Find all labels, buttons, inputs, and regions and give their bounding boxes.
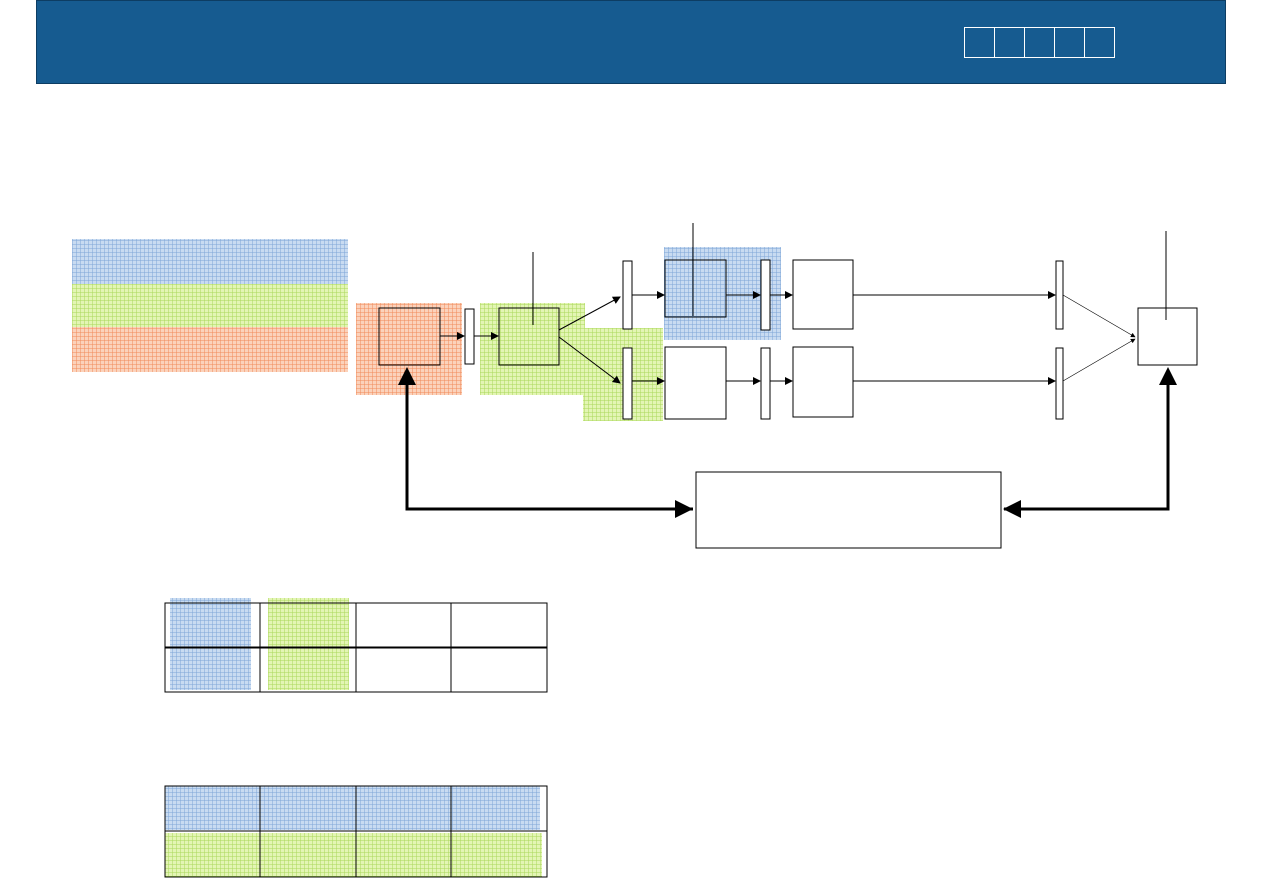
feedback-right	[1004, 367, 1177, 511]
latch-1	[464, 308, 475, 365]
legend-swatch-orange	[72, 327, 348, 372]
table-bottom-blue-row	[165, 786, 540, 830]
legend-swatch-green	[72, 284, 348, 327]
upper-unit-block	[792, 259, 854, 330]
latch-lower-3	[1055, 347, 1064, 420]
controller-block	[695, 471, 1002, 549]
upper-process-block	[664, 259, 727, 318]
latch-upper-3	[1055, 260, 1064, 330]
nav-box-5[interactable]	[1084, 27, 1115, 58]
latch-lower-1	[622, 347, 633, 420]
region-orange	[356, 303, 462, 395]
header-bar	[36, 0, 1226, 84]
table-top	[164, 598, 548, 693]
arrow-split-down	[558, 336, 621, 384]
legend-swatch-blue	[72, 239, 348, 284]
table-top-green-column	[268, 598, 349, 690]
latch-upper-2	[760, 259, 771, 331]
combiner-block	[1137, 307, 1198, 366]
latch-upper-1	[622, 260, 633, 330]
latch-lower-2	[760, 347, 771, 420]
header-nav-boxes	[964, 27, 1115, 58]
lower-unit-block	[792, 346, 854, 418]
arrow-merge-lower	[1062, 338, 1136, 382]
arrow-merge-upper	[1062, 294, 1136, 338]
lower-process-block	[664, 346, 727, 420]
table-top-blue-column	[170, 598, 251, 690]
stage-a-block	[498, 307, 560, 366]
table-bottom-green-row	[165, 833, 542, 877]
table-bottom	[164, 785, 548, 878]
arrow-split-up	[558, 296, 621, 331]
